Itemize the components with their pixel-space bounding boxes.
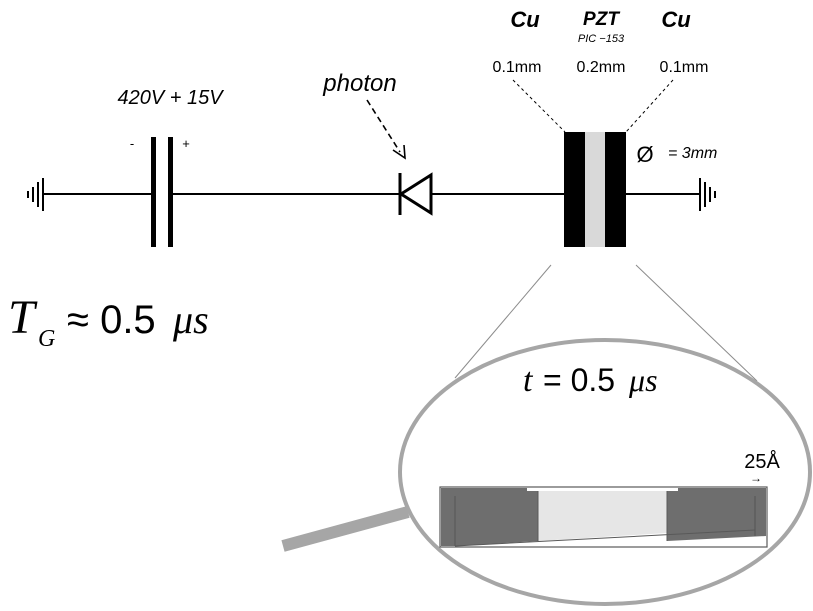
capacitor-icon — [151, 137, 173, 247]
gate-time-unit: μs — [172, 297, 209, 342]
photon-arrowhead — [392, 144, 406, 160]
photodiode-icon — [398, 172, 433, 216]
cu-left-zoom — [441, 488, 538, 546]
cu-right-label: Cu — [661, 7, 691, 32]
photon-label: photon — [322, 70, 396, 97]
pzt-type-label: PIC −153 — [578, 33, 625, 45]
gate-time-var: T — [8, 291, 38, 344]
scale-arrow: → — [750, 471, 762, 485]
pzt-layer — [585, 132, 605, 247]
diameter-symbol: Ø — [636, 142, 653, 167]
pzt-thickness: 0.2mm — [577, 59, 626, 76]
cu-right-leader — [625, 79, 674, 133]
diameter-value: = 3mm — [668, 145, 717, 162]
ground-left-icon — [27, 178, 44, 211]
ground-right-icon — [699, 178, 716, 211]
time-value: = 0.5 — [543, 362, 615, 398]
source-voltage-label: 420V + 15V — [117, 87, 224, 109]
zoom-guide-left — [454, 264, 552, 379]
deformed-stack-section — [439, 486, 768, 548]
time-unit: μs — [628, 362, 658, 398]
scale-label: 25Å — [744, 450, 780, 473]
photon-arrow — [366, 99, 401, 153]
pzt-label: PZT — [583, 9, 620, 30]
cu-right-plate — [605, 132, 626, 247]
gate-time-sub: G — [38, 326, 55, 352]
cu-left-plate — [564, 132, 585, 247]
gate-time-value: ≈ 0.5 — [67, 298, 156, 342]
cu-left-thickness: 0.1mm — [493, 59, 542, 76]
gate-time-formula: T G ≈ 0.5 μs — [8, 291, 209, 352]
cu-right-zoom — [667, 488, 766, 541]
zoom-guide-right — [635, 264, 758, 382]
cu-left-leader — [512, 79, 566, 133]
magnifier-handle — [281, 506, 410, 552]
capacitor-plus-sign: + — [182, 136, 190, 151]
cu-left-label: Cu — [510, 7, 540, 32]
cu-right-thickness: 0.1mm — [660, 59, 709, 76]
piezo-stack — [564, 132, 626, 247]
time-formula: t = 0.5 μs — [523, 362, 658, 399]
capacitor-minus-sign: - — [130, 136, 134, 151]
pzt-zoom — [538, 491, 667, 541]
time-var: t — [523, 362, 534, 399]
